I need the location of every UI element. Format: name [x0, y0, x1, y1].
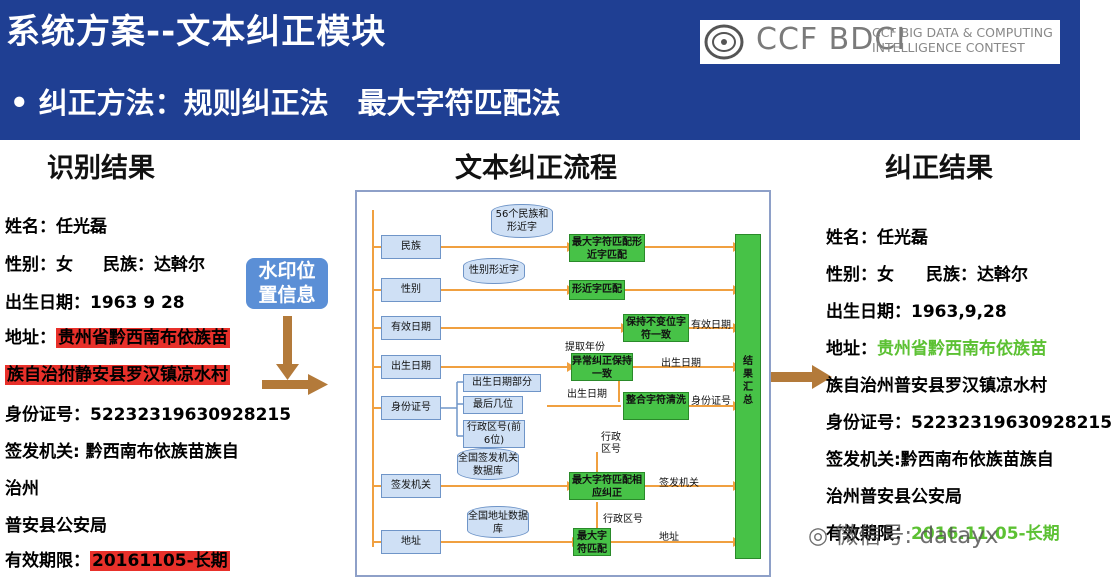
sub-region-code: 行政区号(前6位) — [463, 420, 525, 448]
label-region-code-2: 行政区号 — [603, 514, 643, 525]
rec-nation: 民族：达斡尔 — [103, 255, 205, 275]
recognized-heading: 识别结果 — [47, 153, 155, 184]
wechat-watermark-text: 微信号: datayx — [835, 523, 999, 549]
contest-logo: CCF BDCI CCF BIG DATA & COMPUTING INTELL… — [700, 20, 1060, 64]
cor-address-1: 贵州省黔西南布依族苗 — [877, 339, 1047, 359]
input-address: 地址 — [381, 530, 441, 554]
input-gender: 性别 — [381, 278, 441, 302]
logo-sub-line-1: CCF BIG DATA & COMPUTING — [872, 25, 1053, 40]
rec-issuer-3: 普安县公安局 — [5, 516, 107, 536]
rec-birth: 出生日期：1963 9 28 — [5, 293, 185, 313]
rec-address-row-2: 族自治拊静安县罗汉镇凉水村 — [5, 360, 230, 385]
flow-connectors — [372, 210, 741, 547]
slide-header: 系统方案--文本纠正模块 • 纠正方法：规则纠正法 最大字符匹配法 CCF BD… — [0, 0, 1080, 140]
label-birth-date-out: 出生日期 — [661, 358, 701, 369]
rec-address-1: 贵州省黔西南布依族苗 — [56, 328, 230, 348]
cor-issuer-2: 治州普安县公安局 — [826, 487, 962, 507]
method-bullet: • 纠正方法：规则纠正法 最大字符匹配法 — [10, 86, 561, 120]
rec-valid-row: 有效期限：20161105-长期 — [5, 546, 230, 571]
cor-valid-value: 2016.11.05-长期 — [911, 524, 1060, 544]
cor-valid-row: 有效期限：2016.11.05-长期 — [826, 519, 1060, 544]
watermark-position-badge: 水印位置信息 — [246, 258, 328, 309]
rec-issuer-2: 治州 — [5, 479, 39, 499]
label-issuer: 签发机关 — [659, 478, 699, 489]
logo-sub-line-2: INTELLIGENCE CONTEST — [872, 40, 1025, 55]
result-summary-bar: 结果汇总 — [735, 234, 761, 559]
cor-address-label: 地址： — [826, 339, 877, 359]
proc-merge-clean: 整合字符清洗 — [623, 392, 689, 420]
db-issuer: 全国签发机关数据库 — [457, 448, 519, 480]
logo-ccf-text: CCF BDCI — [756, 22, 907, 57]
wechat-watermark: ◎ 微信号: datayx — [808, 516, 998, 550]
rec-id: 身份证号：52232319630928215 — [5, 405, 292, 425]
input-valid-date: 有效日期 — [381, 316, 441, 340]
cor-valid-label: 有效期限： — [826, 524, 911, 544]
proc-anomaly-correct: 异常纠正保持一致 — [571, 353, 633, 381]
sub-last-digits: 最后几位 — [463, 396, 523, 414]
cor-issuer-1: 签发机关:黔西南布依族苗族自 — [826, 450, 1054, 470]
rec-address-2: 族自治拊静安县罗汉镇凉水村 — [5, 365, 230, 385]
db-address: 全国地址数据库 — [467, 506, 529, 538]
flow-heading: 文本纠正流程 — [455, 153, 617, 184]
cor-address-row: 地址：贵州省黔西南布依族苗 — [826, 334, 1047, 359]
input-nation: 民族 — [381, 235, 441, 259]
rec-address-label: 地址： — [5, 328, 56, 348]
rec-name: 姓名：任光磊 — [5, 217, 107, 237]
proc-keep-consistent: 保持不变位字符一致 — [623, 314, 689, 342]
result-summary-label: 结果汇总 — [743, 356, 753, 406]
rec-address-row: 地址：贵州省黔西南布依族苗 — [5, 323, 230, 348]
label-region-code-1: 行政区号 — [601, 432, 621, 455]
label-id-number: 身份证号 — [691, 396, 731, 407]
input-issuer: 签发机关 — [381, 474, 441, 498]
cor-nation: 民族：达斡尔 — [926, 265, 1028, 285]
wechat-icon: ◎ — [808, 523, 836, 549]
rec-valid-label: 有效期限： — [5, 551, 90, 571]
sub-birth-part: 出生日期部分 — [463, 374, 541, 392]
proc-max-match: 最大字符匹配 — [573, 528, 611, 556]
db-gender: 性别形近字 — [463, 258, 525, 284]
correction-flow-diagram: 民族 性别 有效日期 出生日期 身份证号 签发机关 地址 56个民族和形近字 性… — [355, 190, 771, 577]
db-nations: 56个民族和形近字 — [491, 204, 553, 238]
proc-similar-match: 形近字匹配 — [569, 280, 625, 300]
label-birth-date-in: 出生日期 — [567, 389, 607, 400]
rec-gender: 性别：女 — [5, 255, 73, 275]
proc-max-match-similar: 最大字符匹配形近字匹配 — [569, 234, 645, 262]
input-birth-date: 出生日期 — [381, 355, 441, 379]
logo-subtitle: CCF BIG DATA & COMPUTING INTELLIGENCE CO… — [872, 25, 1053, 55]
label-address: 地址 — [659, 532, 679, 543]
rec-valid-value: 20161105-长期 — [90, 551, 230, 571]
cor-gender: 性别：女 — [826, 265, 894, 285]
cor-id: 身份证号：52232319630928215 — [826, 413, 1112, 433]
rec-issuer-1: 签发机关: 黔西南布依族苗族自 — [5, 442, 239, 462]
label-extract-year: 提取年份 — [565, 342, 605, 353]
input-id-number: 身份证号 — [381, 396, 441, 420]
ccf-emblem-icon — [704, 24, 744, 60]
slide-title: 系统方案--文本纠正模块 — [6, 12, 387, 52]
cor-name: 姓名：任光磊 — [826, 228, 928, 248]
label-valid-date: 有效日期 — [691, 320, 731, 331]
watermark-badge-text: 水印位置信息 — [258, 260, 316, 306]
cor-address-2: 族自治州普安县罗汉镇凉水村 — [826, 376, 1047, 396]
cor-birth: 出生日期：1963,9,28 — [826, 302, 1007, 322]
corrected-heading: 纠正结果 — [885, 153, 993, 184]
proc-max-match-correct: 最大字符匹配相应纠正 — [569, 472, 645, 500]
